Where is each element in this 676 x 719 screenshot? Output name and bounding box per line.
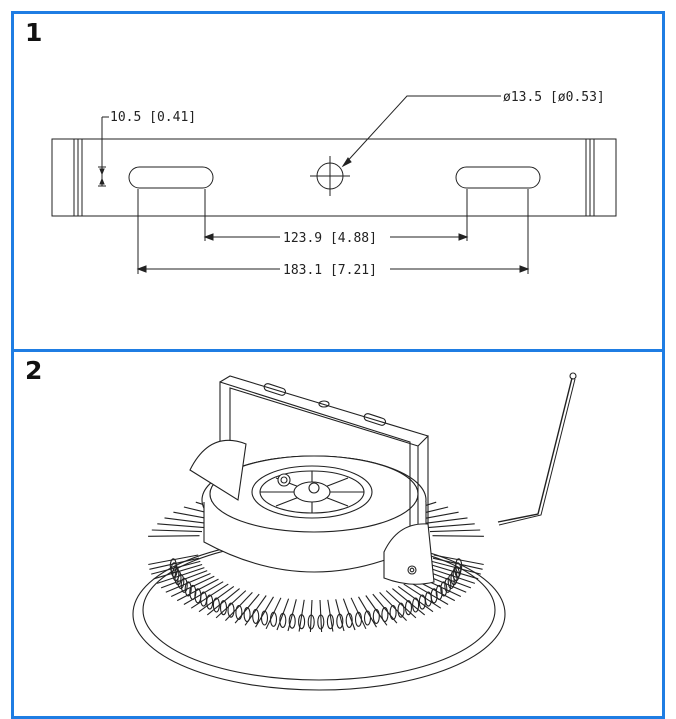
heatsink-fin bbox=[431, 560, 481, 575]
heatsink-fin bbox=[183, 581, 224, 605]
heatsink-fin-slot bbox=[169, 558, 177, 574]
heatsink-fin-slot bbox=[372, 608, 380, 624]
heatsink-fin-slot bbox=[279, 612, 287, 628]
heatsink-fin-slot bbox=[389, 604, 397, 621]
heatsink-fin bbox=[397, 585, 434, 613]
heatsink-fin-slot bbox=[307, 614, 315, 630]
heatsink-fin bbox=[153, 563, 203, 580]
heatsink-fin-slot bbox=[184, 581, 192, 597]
heatsink-fin bbox=[429, 563, 479, 580]
heatsink-fin-slot bbox=[298, 614, 306, 630]
mounting-bracket bbox=[219, 381, 411, 542]
heatsink-fin bbox=[149, 557, 200, 570]
heatsink-fin bbox=[372, 593, 398, 624]
heatsink-fin-slot bbox=[326, 614, 334, 630]
heatsink-fin-slot bbox=[235, 604, 243, 621]
bracket-dimension-drawing: 10.5 [0.41] ø13.5 [ø0.53] 123.9 [4.88] 1… bbox=[51, 90, 617, 278]
heatsink-fin bbox=[358, 596, 377, 628]
inner-spacing-label: 123.9 [4.88] bbox=[283, 231, 377, 246]
heatsink-fin bbox=[427, 567, 476, 584]
heatsink-fin bbox=[206, 588, 240, 616]
heatsink-fin-slot bbox=[219, 600, 228, 616]
heatsink-fin bbox=[432, 535, 484, 537]
heatsink-fin-slot bbox=[260, 610, 269, 626]
heatsink-fin-slot bbox=[194, 588, 202, 604]
heatsink-fin bbox=[342, 598, 356, 631]
hole-leader-line bbox=[342, 95, 501, 167]
heatsink-fin-slot bbox=[269, 611, 278, 627]
heatsink-fin-slot bbox=[354, 611, 363, 627]
right-hinge-plate bbox=[383, 523, 435, 585]
heatsink-fin bbox=[385, 590, 417, 619]
heatsink-fin bbox=[165, 572, 211, 593]
heatsink-fin bbox=[148, 535, 200, 537]
fixture-illustration bbox=[132, 372, 577, 691]
heatsink-fin bbox=[432, 557, 483, 570]
heatsink-fin-slot bbox=[288, 613, 296, 629]
heatsink-fin-slot bbox=[363, 610, 372, 626]
heatsink-fin bbox=[164, 517, 211, 525]
heatsink-fin bbox=[265, 597, 282, 630]
heatsink-fin-slot bbox=[397, 602, 405, 618]
heatsink-fin-slot bbox=[440, 581, 448, 597]
heatsink-fin bbox=[421, 517, 468, 525]
heatsink-fin bbox=[408, 581, 449, 605]
hole-diameter-label: ø13.5 [ø0.53] bbox=[503, 90, 605, 105]
heatsink-fin bbox=[365, 595, 388, 626]
heatsink-fin bbox=[350, 597, 367, 630]
heatsink-fin-slot bbox=[174, 570, 182, 586]
heatsink-fin bbox=[403, 583, 442, 609]
heatsink-fin-slot bbox=[252, 608, 260, 624]
heatsink-fin bbox=[215, 590, 247, 619]
step-1-number: 1 bbox=[25, 18, 43, 47]
heatsink-fin bbox=[190, 583, 229, 609]
slot-height-label: 10.5 [0.41] bbox=[110, 110, 196, 125]
hinge-bolt bbox=[407, 565, 417, 575]
heatsink-fin-slot bbox=[345, 612, 353, 628]
heatsink-fin bbox=[225, 592, 253, 621]
heatsink-fin bbox=[429, 529, 481, 533]
step-2-panel: 2 bbox=[11, 349, 665, 719]
heatsink-fin-slot bbox=[336, 613, 344, 629]
heatsink-fin bbox=[198, 585, 235, 613]
heatsink-fin bbox=[234, 593, 260, 624]
heatsink-fin bbox=[433, 554, 484, 566]
heatsink-fin-slot bbox=[227, 602, 235, 618]
bracket-outline bbox=[51, 138, 617, 217]
heatsink-fin-slot bbox=[180, 577, 188, 593]
right-slot bbox=[455, 166, 541, 189]
heatsink-fin bbox=[157, 523, 206, 529]
heatsink-fin bbox=[170, 575, 215, 597]
heatsink-fin bbox=[148, 554, 199, 566]
heatsink-fin bbox=[255, 596, 274, 628]
heatsink-fin bbox=[287, 599, 297, 632]
allen-key bbox=[497, 377, 573, 523]
heatsink-fin bbox=[309, 599, 313, 633]
heatsink-fin bbox=[426, 523, 475, 529]
heatsink-fin bbox=[298, 599, 305, 632]
heatsink-fin bbox=[176, 578, 219, 602]
heatsink-fin bbox=[276, 598, 290, 631]
heatsink-fin-slot bbox=[212, 597, 220, 613]
heatsink-fin bbox=[392, 588, 426, 616]
heatsink-fin-slot bbox=[189, 584, 197, 600]
heatsink-fin-slot bbox=[243, 607, 251, 623]
heatsink-fin-slot bbox=[317, 614, 325, 630]
cable-gland bbox=[277, 473, 291, 487]
heatsink-fin bbox=[335, 599, 345, 632]
step-1-panel: 1 bbox=[11, 11, 665, 352]
heatsink-fin bbox=[379, 592, 407, 621]
heatsink-fin-slot bbox=[454, 562, 462, 578]
heatsink-fin bbox=[327, 599, 334, 632]
step-2-number: 2 bbox=[25, 356, 43, 385]
top-cover bbox=[251, 465, 373, 519]
outer-spacing-label: 183.1 [7.21] bbox=[283, 263, 377, 278]
heatsink-fin bbox=[151, 529, 203, 533]
heatsink-fin bbox=[319, 599, 323, 633]
left-slot bbox=[128, 166, 214, 189]
left-hinge-plate bbox=[189, 439, 247, 501]
